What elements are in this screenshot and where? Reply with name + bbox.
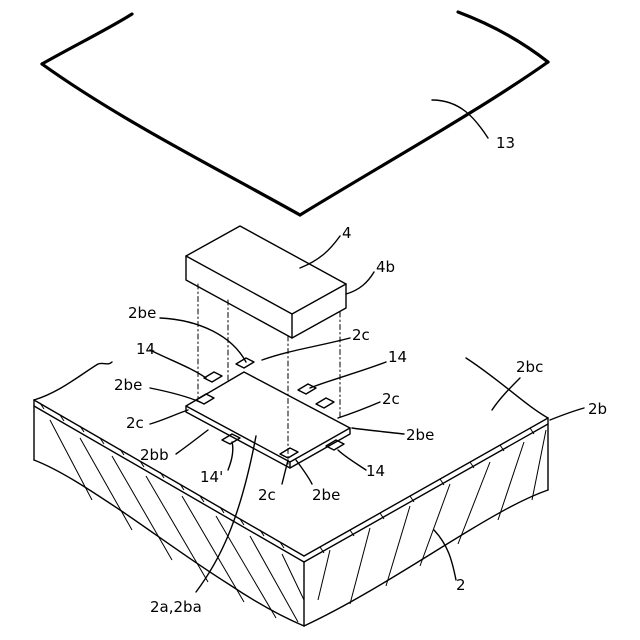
label-14-right: 14 [388,348,407,366]
label-2a-2ba: 2a,2ba [150,598,202,616]
label-2: 2 [456,576,466,594]
label-2be-bottom: 2be [312,486,340,504]
label-2bb: 2bb [140,446,169,464]
label-2c-bottom: 2c [258,486,276,504]
label-14-bottom: 14 [366,462,385,480]
label-4b: 4b [376,258,395,276]
label-4: 4 [342,224,352,242]
label-2c-left: 2c [126,414,144,432]
label-2be-top: 2be [128,304,156,322]
substrate-2 [34,358,548,626]
recess-2a [186,358,350,468]
label-2be-left: 2be [114,376,142,394]
chip-4 [186,226,346,338]
label-2c-right: 2c [382,390,400,408]
label-2be-right: 2be [406,426,434,444]
label-2c-top: 2c [352,326,370,344]
label-2b: 2b [588,400,607,418]
label-13: 13 [496,134,515,152]
label-14prime: 14' [200,468,223,486]
sheet-13 [42,12,548,215]
label-2bc: 2bc [516,358,543,376]
label-14-left: 14 [136,340,155,358]
